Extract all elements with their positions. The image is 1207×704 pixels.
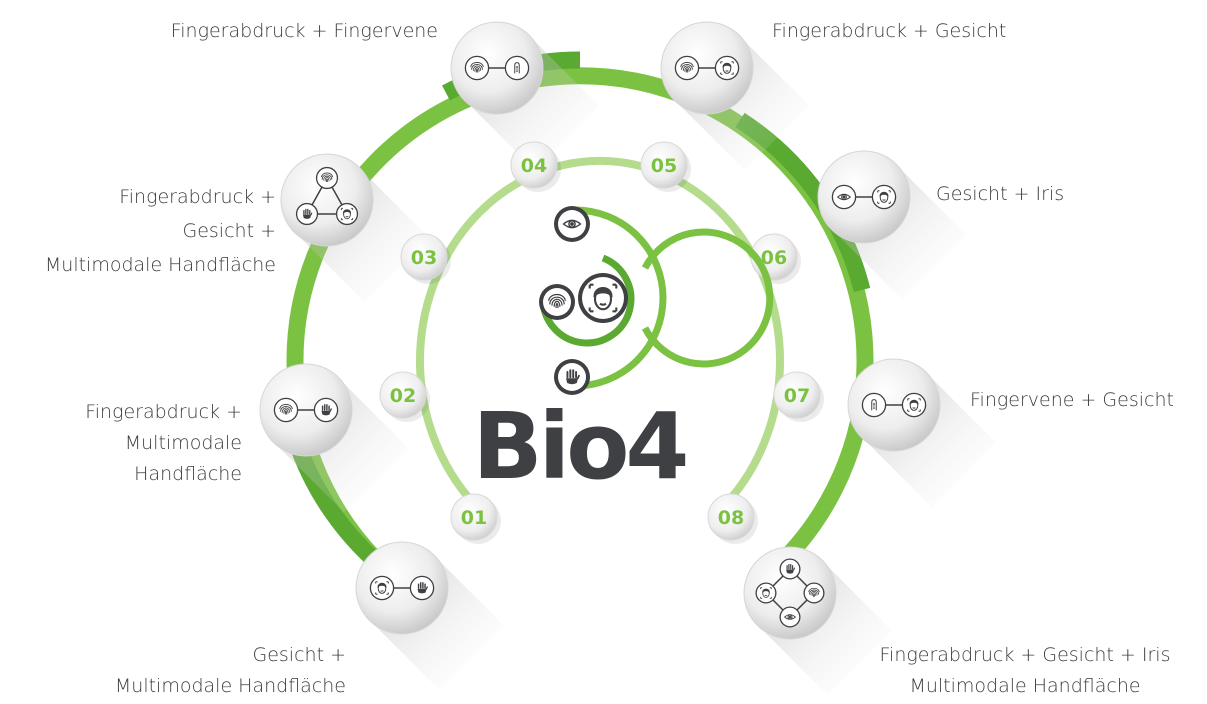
mode-node-02 (259, 363, 353, 457)
face-icon (714, 55, 740, 81)
badge-disc (379, 371, 427, 419)
node-disc (743, 546, 837, 640)
finger-vein-icon (861, 392, 887, 418)
label-line: Fingerabdruck + Gesicht + Iris (879, 644, 1171, 666)
emblem-inner-arc (539, 254, 635, 347)
inner-ring (416, 156, 784, 513)
step-number: 04 (521, 155, 547, 177)
palm-icon (295, 202, 319, 226)
label-line: Multimodale (124, 432, 242, 454)
step-number: 08 (718, 507, 744, 529)
label-line: Multimodale Handfläche (909, 675, 1141, 697)
label-line: Gesicht + (182, 220, 277, 242)
finger-vein-icon (504, 55, 530, 81)
badge-disc (510, 141, 558, 189)
face-icon (335, 202, 359, 226)
label-line: Fingervene + Gesicht (970, 389, 1174, 411)
mode-node-08 (743, 546, 837, 640)
connector-line (305, 176, 349, 215)
fingerprint-icon (273, 397, 299, 423)
step-number: 02 (390, 385, 416, 407)
icon-ring (714, 55, 740, 81)
label-line: Fingerabdruck + Gesicht (772, 20, 1007, 42)
icon-ring (369, 575, 395, 601)
step-badge-05: 05 (640, 141, 691, 192)
mode-node-05 (660, 21, 754, 115)
label-mode-04: Fingerabdruck + Fingervene (112, 18, 438, 44)
icon-ring (295, 202, 319, 226)
eye-icon (554, 206, 590, 242)
icon-ring (779, 558, 801, 580)
mode-node-04 (450, 21, 544, 115)
label-line: Gesicht + Iris (936, 183, 1065, 205)
label-line: Fingerabdruck + (85, 401, 242, 423)
label-line: Multimodale Handfläche (114, 675, 346, 697)
step-number: 07 (784, 385, 810, 407)
label-mode-01: Gesicht + Multimodale Handfläche (60, 640, 346, 702)
label-mode-07: Fingervene + Gesicht (970, 387, 1200, 413)
step-number: 01 (461, 507, 487, 529)
step-number: 05 (651, 155, 677, 177)
palm-icon (554, 359, 590, 395)
step-badge-02: 02 (379, 371, 430, 422)
eye-icon (779, 606, 801, 628)
step-number: 03 (411, 247, 437, 269)
face-icon (369, 575, 395, 601)
label-mode-03: Fingerabdruck + Gesicht + Multimodale Ha… (10, 180, 276, 282)
label-mode-06: Gesicht + Iris (936, 181, 1136, 207)
step-badge-04: 04 (510, 141, 561, 192)
icon-ring (315, 166, 339, 190)
step-badge-07: 07 (773, 371, 824, 422)
badge-disc (400, 233, 448, 281)
fingerprint-icon (674, 55, 700, 81)
label-line: Fingerabdruck + Fingervene (170, 20, 438, 42)
palm-icon (779, 558, 801, 580)
mode-node-01 (355, 541, 449, 635)
eye-icon (831, 184, 857, 210)
label-mode-08: Fingerabdruck + Gesicht + Iris Multimoda… (860, 640, 1190, 702)
face-icon (901, 392, 927, 418)
face-icon (578, 273, 628, 323)
label-line: Handfläche (134, 463, 242, 485)
palm-icon (313, 397, 339, 423)
emblem-outer-arc (574, 206, 667, 390)
label-line: Fingerabdruck + (119, 186, 276, 208)
icon-ring (871, 184, 897, 210)
fingerprint-icon (315, 166, 339, 190)
icon-ring (803, 582, 825, 604)
mode-node-03 (280, 153, 374, 247)
icon-ring (313, 397, 339, 423)
badge-disc (450, 493, 498, 541)
label-mode-05: Fingerabdruck + Gesicht (772, 18, 1072, 44)
fingerprint-icon (803, 582, 825, 604)
label-line: Multimodale Handfläche (44, 254, 276, 276)
step-badge-01: 01 (450, 493, 501, 544)
icon-ring (901, 392, 927, 418)
step-badge-08: 08 (707, 493, 758, 544)
badge-disc (773, 371, 821, 419)
face-icon (871, 184, 897, 210)
mode-node-07 (847, 358, 941, 452)
mode-node-06 (817, 150, 911, 244)
icon-ring (335, 202, 359, 226)
icon-ring (409, 575, 435, 601)
label-line: Gesicht + (252, 644, 347, 666)
palm-icon (409, 575, 435, 601)
step-number: 06 (761, 247, 787, 269)
fingerprint-icon (464, 55, 490, 81)
emblem-mid-arc (641, 228, 774, 368)
icon-ring (755, 582, 777, 604)
fingerprint-icon (539, 284, 575, 320)
badge-disc (707, 493, 755, 541)
step-badge-03: 03 (400, 233, 451, 284)
face-icon (755, 582, 777, 604)
label-mode-02: Fingerabdruck + Multimodale Handfläche (20, 397, 242, 490)
emblem-dot-inner (558, 363, 586, 391)
bio4-logo: Bio4 (472, 393, 690, 500)
badge-disc (640, 141, 688, 189)
emblem-dot-inner (582, 277, 624, 319)
